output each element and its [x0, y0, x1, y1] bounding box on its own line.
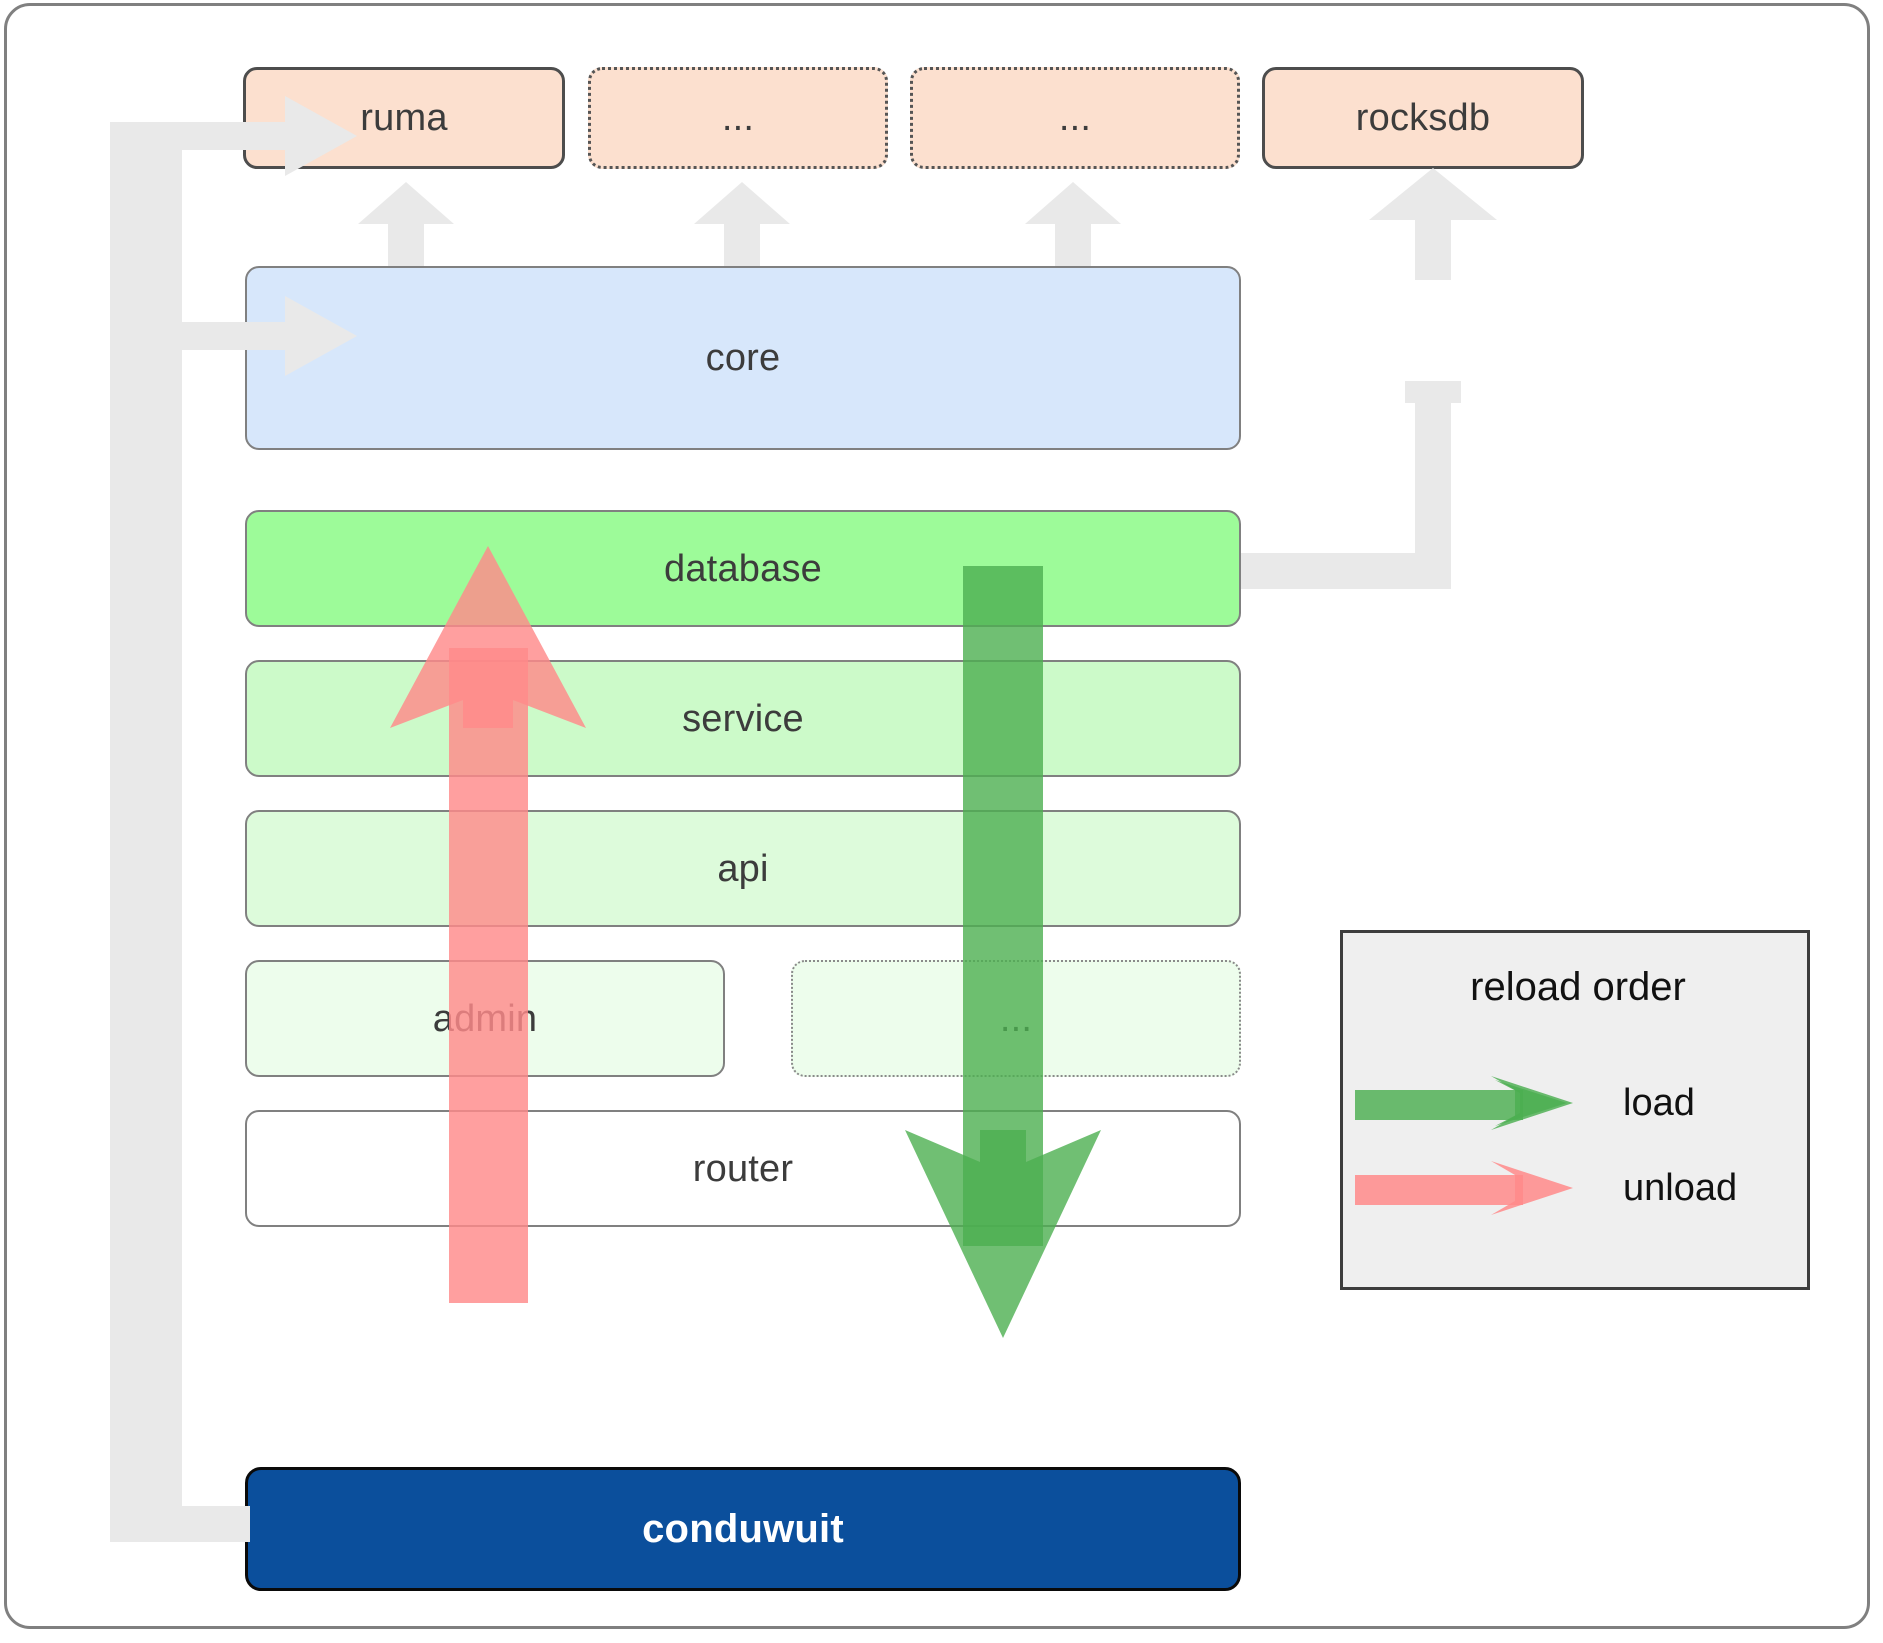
layer-box-core[interactable]: core [245, 266, 1241, 450]
layer-label: core [705, 337, 781, 379]
layer-label: ... [999, 997, 1033, 1040]
root-box-conduwuit[interactable]: conduwuit [245, 1467, 1241, 1591]
layer-label: router [692, 1147, 794, 1190]
dependency-label: ... [1058, 97, 1092, 139]
dependency-box-more-1[interactable]: ... [588, 67, 888, 169]
dependency-box-more-2[interactable]: ... [910, 67, 1240, 169]
layer-label: service [682, 697, 804, 740]
dependency-label: ruma [360, 97, 448, 139]
dependency-label: ... [721, 97, 755, 139]
legend-panel: reload order load unload [1340, 930, 1810, 1290]
legend-label-unload: unload [1623, 1166, 1738, 1209]
legend-swatch-load [1355, 1068, 1605, 1138]
legend-row-load: load [1343, 1068, 1813, 1138]
load-arrow-icon [1355, 1076, 1573, 1130]
layer-box-admin[interactable]: admin [245, 960, 725, 1077]
legend-title: reload order [1470, 965, 1686, 1009]
layer-box-router[interactable]: router [245, 1110, 1241, 1227]
root-label: conduwuit [642, 1507, 844, 1551]
layer-box-more[interactable]: ... [791, 960, 1241, 1077]
dependency-label: rocksdb [1355, 97, 1491, 139]
layer-label: admin [432, 997, 538, 1040]
legend-swatch-unload [1355, 1153, 1605, 1223]
legend-label-load: load [1623, 1081, 1695, 1124]
legend-row-unload: unload [1343, 1153, 1813, 1223]
dependency-box-ruma[interactable]: ruma [243, 67, 565, 169]
layer-box-database[interactable]: database [245, 510, 1241, 627]
layer-label: api [717, 847, 769, 890]
unload-arrow-icon [1355, 1161, 1573, 1215]
layer-label: database [664, 547, 822, 590]
layer-box-service[interactable]: service [245, 660, 1241, 777]
layer-box-api[interactable]: api [245, 810, 1241, 927]
dependency-box-rocksdb[interactable]: rocksdb [1262, 67, 1584, 169]
